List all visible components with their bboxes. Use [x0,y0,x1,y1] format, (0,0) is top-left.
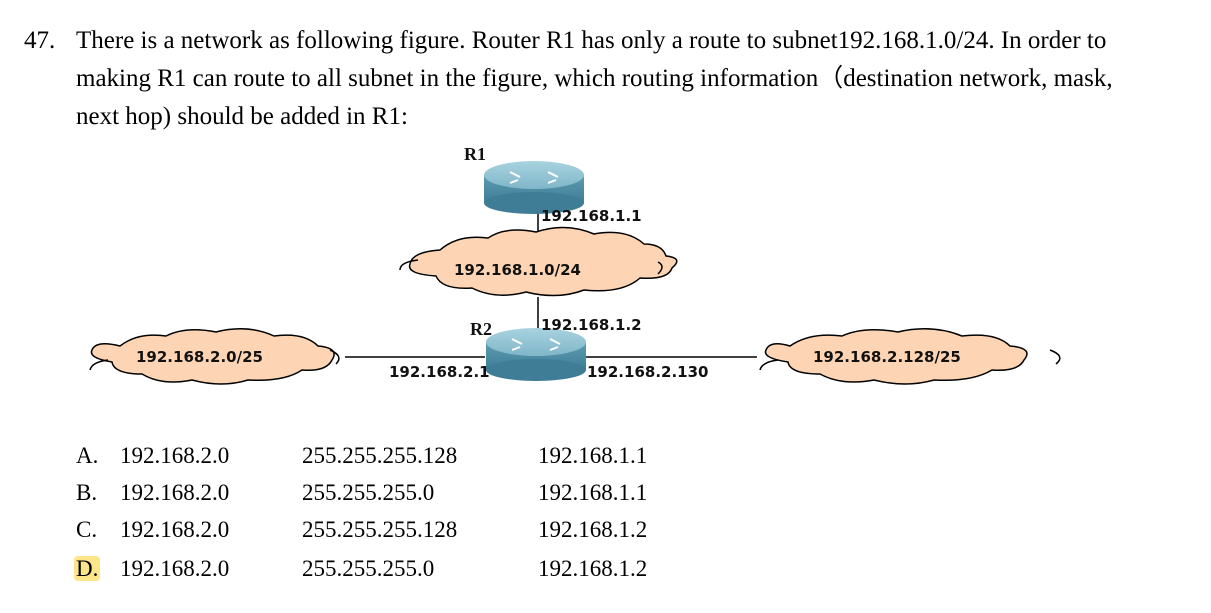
option-a-next-hop: 192.168.1.1 [538,443,648,468]
cloud-left-subnet [89,328,340,385]
option-c-mask: 255.255.255.128 [302,517,458,542]
router-r2-icon [486,328,586,381]
option-a-letter: A. [76,443,99,468]
option-d-highlight: D. [74,556,101,581]
right-network-label: 192.168.2.128/25 [813,348,961,366]
question-number: 47. [24,27,56,54]
cloud-right-subnet [759,328,1061,385]
r2-top-ip: 192.168.1.2 [541,316,642,334]
option-b-next-hop: 192.168.1.1 [538,480,648,505]
option-d-network: 192.168.2.0 [120,556,230,581]
option-d-next-hop: 192.168.1.2 [538,556,648,581]
r2-left-ip: 192.168.2.1 [389,363,490,381]
option-d-mask: 255.255.255.0 [302,556,435,581]
question-line-1: There is a network as following figure. … [76,27,1107,54]
option-b-network: 192.168.2.0 [120,480,230,505]
option-c-letter: C. [76,517,98,542]
option-b-mask: 255.255.255.0 [302,480,435,505]
question-line-3: next hop) should be added in R1: [76,103,408,130]
question-line-2: making R1 can route to all subnet in the… [76,65,1113,92]
left-network-label: 192.168.2.0/25 [136,348,263,366]
option-c-network: 192.168.2.0 [120,517,230,542]
option-a-network: 192.168.2.0 [120,443,230,468]
center-network-label: 192.168.1.0/24 [454,261,581,279]
option-a-mask: 255.255.255.128 [302,443,458,468]
option-b-letter: B. [76,480,98,505]
router-r1-label: R1 [464,144,486,164]
router-r1-icon [484,161,584,214]
r2-right-ip: 192.168.2.130 [587,363,708,381]
option-c-next-hop: 192.168.1.2 [538,517,648,542]
r1-interface-ip: 192.168.1.1 [541,207,642,225]
option-d-letter: D. [74,556,101,582]
cloud-center-network [399,226,678,297]
router-r2-label: R2 [470,319,492,339]
